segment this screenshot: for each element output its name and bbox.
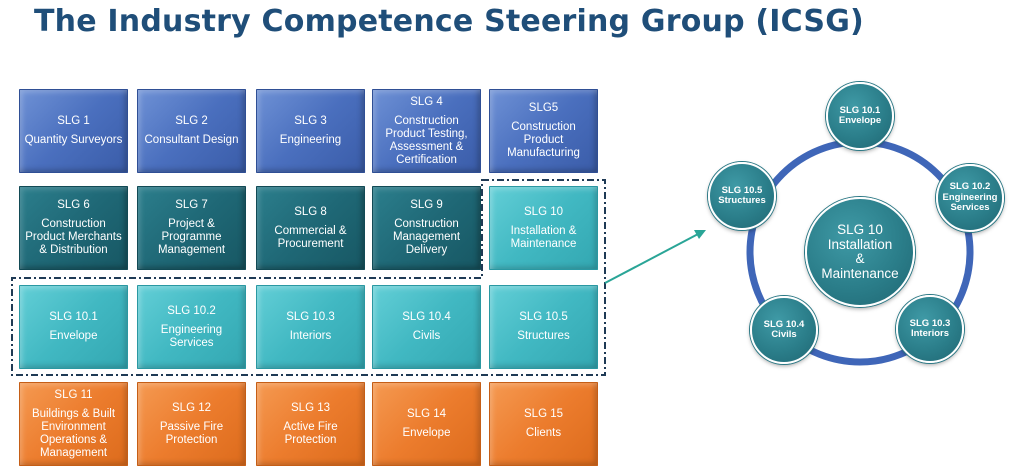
connector-arrow-line bbox=[604, 232, 701, 284]
slg-tile-code: SLG 10 bbox=[524, 205, 563, 218]
slg-tile: SLG 15 Clients bbox=[489, 382, 598, 466]
slg-tile-label: Civils bbox=[412, 330, 441, 342]
slg-tile-label: Project & Programme Management bbox=[157, 218, 226, 256]
slg-tile-code: SLG5 bbox=[528, 102, 559, 114]
slg-tile-label: Buildings & Built Environment Operations… bbox=[31, 407, 116, 459]
slg-tile-label: Installation & Maintenance bbox=[510, 224, 577, 250]
slg-tile-code: SLG 12 bbox=[172, 401, 211, 414]
cycle-node-label: Interiors bbox=[910, 328, 949, 339]
cycle-node-label: Civils bbox=[771, 329, 797, 340]
slg-tile: SLG 7 Project & Programme Management bbox=[137, 186, 246, 270]
slg-tile-label: Envelope bbox=[402, 427, 451, 439]
slg-tile-label: Construction Product Manufacturing bbox=[507, 121, 580, 159]
cycle-node-code: SLG 10.4 bbox=[763, 318, 805, 330]
slg-tile-label: Clients bbox=[525, 427, 562, 439]
slg-tile-code: SLG 10.2 bbox=[167, 304, 216, 317]
page-title: The Industry Competence Steering Group (… bbox=[34, 4, 864, 39]
cycle-node-code: SLG 10.5 bbox=[721, 184, 763, 196]
slg-tile-label: Consultant Design bbox=[144, 134, 239, 146]
slg-tile-code: SLG 10.4 bbox=[402, 311, 451, 323]
slg-grid: SLG 1 Quantity Surveyors SLG 2 Consultant D… bbox=[19, 89, 598, 466]
slg-tile-label: Interiors bbox=[289, 330, 332, 342]
slg-tile-code: SLG 4 bbox=[410, 95, 443, 108]
slg-tile-label: Envelope bbox=[49, 330, 98, 342]
slg-tile-code: SLG 1 bbox=[57, 115, 90, 127]
slg-tile-code: SLG 10.3 bbox=[286, 311, 335, 323]
slg-tile: SLG 11 Buildings & Built Environment Oper… bbox=[19, 382, 128, 466]
slg-tile: SLG 1 Quantity Surveyors bbox=[19, 89, 128, 173]
slg-tile: SLG 4 Construction Product Testing, Asses… bbox=[372, 89, 481, 173]
slg-tile: SLG 14 Envelope bbox=[372, 382, 481, 466]
cycle-node-label: Structures bbox=[718, 195, 766, 206]
slg-tile-code: SLG 13 bbox=[291, 401, 330, 414]
cycle-node-code: SLG 10.3 bbox=[909, 317, 951, 329]
slg-tile-label: Passive Fire Protection bbox=[159, 420, 224, 446]
slg-tile: SLG 13 Active Fire Protection bbox=[256, 382, 365, 466]
slg-tile-code: SLG 11 bbox=[54, 388, 93, 401]
slg-tile: SLG 2 Consultant Design bbox=[137, 89, 246, 173]
cycle-node-code: SLG 10.1 bbox=[839, 104, 881, 116]
slg-tile-label: Structures bbox=[517, 330, 570, 342]
slg-tile-label: Active Fire Protection bbox=[283, 420, 338, 446]
center-line-1: SLG 10 bbox=[837, 222, 883, 237]
center-line-3: & bbox=[855, 251, 865, 266]
slg-tile-code: SLG 8 bbox=[294, 205, 327, 218]
cycle-node-label: Engineering Services bbox=[942, 191, 998, 214]
slg-tile-label: Construction Product Testing, Assessment… bbox=[385, 114, 468, 166]
slg-tile-code: SLG 2 bbox=[175, 115, 208, 127]
slg-tile-code: SLG 7 bbox=[175, 199, 208, 211]
slg-tile-label: Quantity Surveyors bbox=[24, 134, 123, 146]
cycle-node-label: Envelope bbox=[838, 115, 882, 126]
slg-tile-code: SLG 10.5 bbox=[519, 311, 568, 323]
slg-tile-code: SLG 14 bbox=[407, 408, 446, 420]
slg-tile-label: Construction Product Merchants & Distrib… bbox=[25, 218, 122, 256]
slg-tile-code: SLG 3 bbox=[294, 115, 327, 127]
slg-tile: SLG 6 Construction Product Merchants & Di… bbox=[19, 186, 128, 270]
cycle-center-node: SLG 10 Installation & Maintenance bbox=[805, 197, 915, 307]
slg-tile-code: SLG 10.1 bbox=[49, 311, 98, 323]
slg-tile-label: Engineering Services bbox=[160, 323, 223, 349]
slg-tile: SLG 9 Construction Management Delivery bbox=[372, 186, 481, 270]
slg-tile-code: SLG 9 bbox=[410, 199, 443, 211]
slg-tile: SLG 8 Commercial & Procurement bbox=[256, 186, 365, 270]
slg-tile-label: Engineering bbox=[279, 134, 342, 146]
slg-tile: SLG 10 Installation & Maintenance bbox=[489, 186, 598, 270]
slg-tile-label: Construction Management Delivery bbox=[392, 218, 461, 256]
connector-arrow-head bbox=[694, 230, 706, 239]
slg-tile-code: SLG 6 bbox=[57, 199, 90, 211]
cycle-node-code: SLG 10.2 bbox=[949, 181, 991, 193]
slg-tile-label: Commercial & Procurement bbox=[274, 224, 347, 250]
slg-tile: SLG 12 Passive Fire Protection bbox=[137, 382, 246, 466]
highlight-outline bbox=[11, 179, 606, 376]
slg-tile: SLG 3 Engineering bbox=[256, 89, 365, 173]
slg-tile-code: SLG 15 bbox=[524, 408, 563, 420]
center-line-4: Maintenance bbox=[821, 265, 899, 281]
center-line-2: Installation bbox=[827, 236, 893, 252]
